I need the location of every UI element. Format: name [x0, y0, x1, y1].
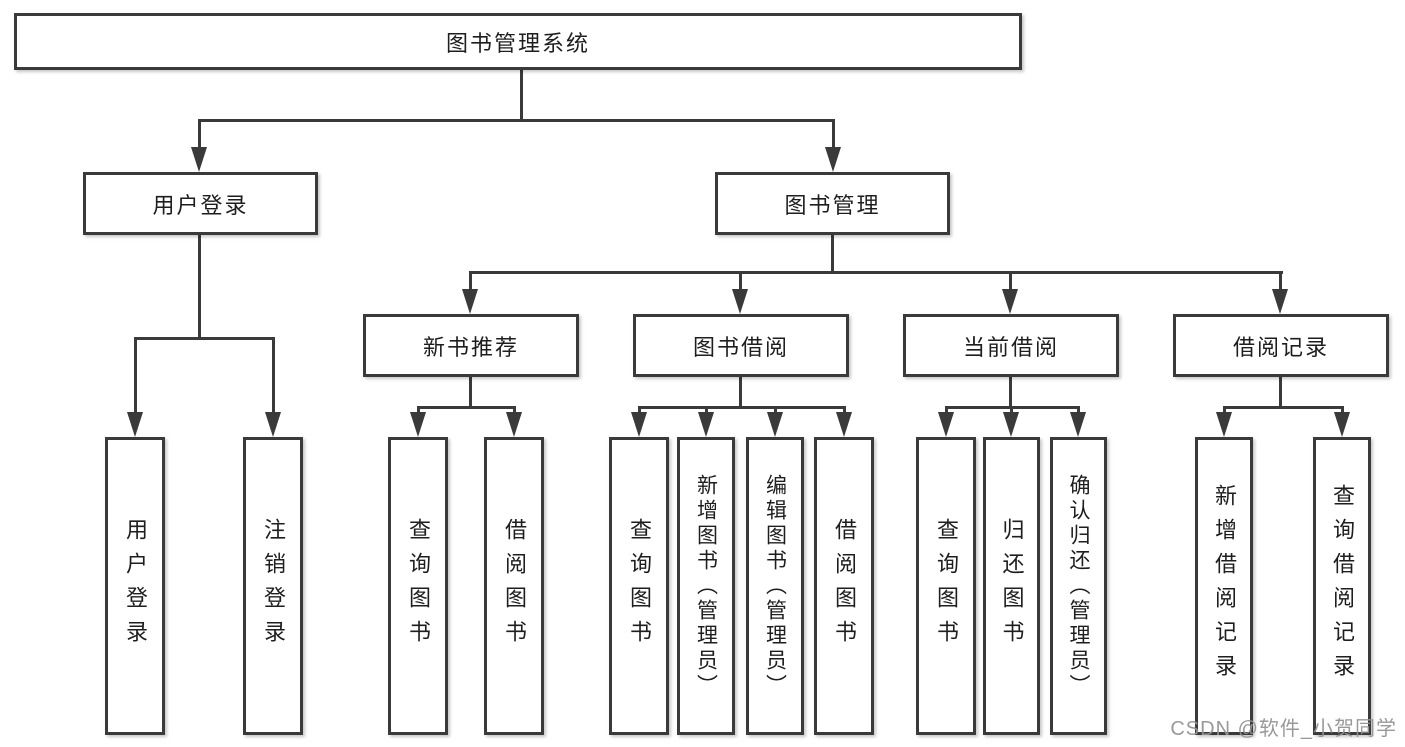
node-label: 借阅记录 — [1232, 334, 1329, 360]
connector-line — [831, 234, 834, 273]
connector-line — [417, 406, 420, 415]
node-query-books-borrow: 查询图书 — [609, 437, 669, 735]
arrow-down-icon — [1334, 412, 1350, 437]
connector-line — [638, 406, 641, 415]
csdn-watermark: CSDN @软件_小贺同学 — [1170, 718, 1397, 740]
connector-line — [469, 271, 1283, 274]
arrow-down-icon — [631, 412, 647, 437]
node-label: 用户登录 — [123, 518, 148, 654]
connector-line — [198, 119, 835, 122]
node-label: 确认归还（管理员） — [1067, 473, 1090, 699]
connector-line — [1279, 271, 1282, 293]
node-label: 查询图书 — [627, 518, 652, 654]
arrow-down-icon — [938, 412, 954, 437]
node-label: 当前借阅 — [962, 334, 1059, 360]
node-label: 新书推荐 — [422, 334, 519, 360]
node-label: 归还图书 — [999, 518, 1025, 654]
connector-line — [1341, 406, 1344, 415]
node-query-books-recommend: 查询图书 — [388, 437, 448, 735]
node-confirm-return-admin: 确认归还（管理员） — [1050, 437, 1107, 735]
arrow-down-icon — [836, 412, 852, 437]
arrow-down-icon — [191, 147, 207, 172]
arrow-down-icon — [1216, 412, 1232, 437]
node-label: 新增图书（管理员） — [694, 473, 718, 699]
connector-line — [198, 119, 201, 149]
node-label: 编辑图书（管理员） — [763, 473, 787, 699]
arrow-down-icon — [698, 412, 714, 437]
node-edit-book-admin: 编辑图书（管理员） — [746, 437, 804, 735]
node-user-login-leaf: 用户登录 — [105, 437, 165, 735]
connector-line — [1010, 406, 1013, 415]
connector-line — [469, 271, 472, 293]
node-label: 新增借阅记录 — [1212, 484, 1237, 688]
node-add-book-admin: 新增图书（管理员） — [677, 437, 735, 735]
connector-line — [272, 337, 275, 415]
node-label: 查询图书 — [406, 518, 431, 654]
connector-line — [1077, 406, 1080, 415]
node-library-system: 图书管理系统 — [14, 13, 1022, 70]
connector-line — [198, 234, 201, 339]
arrow-down-icon — [1272, 289, 1288, 314]
node-label: 注销登录 — [261, 518, 286, 654]
connector-line — [520, 69, 523, 121]
connector-line — [417, 406, 516, 409]
node-logout: 注销登录 — [243, 437, 303, 735]
node-current-borrowing: 当前借阅 — [903, 314, 1119, 377]
connector-line — [469, 377, 472, 408]
connector-line — [1223, 406, 1226, 415]
node-borrow-books-recommend: 借阅图书 — [484, 437, 544, 735]
node-label: 图书借阅 — [692, 334, 789, 360]
node-borrow-books-borrow: 借阅图书 — [814, 437, 874, 735]
node-label: 借阅图书 — [832, 518, 857, 654]
node-label: 用户登录 — [152, 192, 249, 218]
connector-line — [1009, 271, 1012, 293]
connector-line — [945, 406, 948, 415]
connector-line — [513, 406, 516, 415]
arrow-down-icon — [462, 289, 478, 314]
arrow-down-icon — [732, 289, 748, 314]
connector-line — [705, 406, 708, 415]
node-borrowing-records: 借阅记录 — [1173, 314, 1389, 377]
node-query-borrow-record: 查询借阅记录 — [1313, 437, 1371, 735]
arrow-down-icon — [1002, 289, 1018, 314]
node-book-borrowing: 图书借阅 — [633, 314, 849, 377]
node-query-books-current: 查询图书 — [916, 437, 976, 735]
arrow-down-icon — [825, 147, 841, 172]
connector-line — [1009, 377, 1012, 408]
node-label: 查询借阅记录 — [1330, 484, 1355, 688]
connector-line — [1223, 406, 1343, 409]
node-label: 查询图书 — [934, 518, 959, 654]
connector-line — [134, 337, 137, 415]
node-user-login: 用户登录 — [83, 172, 318, 235]
node-label: 借阅图书 — [502, 518, 527, 654]
arrow-down-icon — [1070, 412, 1086, 437]
connector-line — [774, 406, 777, 415]
connector-line — [832, 119, 835, 149]
node-add-borrow-record: 新增借阅记录 — [1195, 437, 1253, 735]
arrow-down-icon — [127, 412, 143, 437]
arrow-down-icon — [1003, 412, 1019, 437]
arrow-down-icon — [410, 412, 426, 437]
node-label: 图书管理系统 — [445, 30, 590, 56]
connector-line — [134, 337, 275, 340]
connector-line — [843, 406, 846, 415]
connector-line — [739, 377, 742, 408]
node-book-management: 图书管理 — [715, 172, 950, 235]
node-new-book-recommend: 新书推荐 — [363, 314, 579, 377]
arrow-down-icon — [767, 412, 783, 437]
arrow-down-icon — [265, 412, 281, 437]
arrow-down-icon — [506, 412, 522, 437]
node-return-books: 归还图书 — [983, 437, 1040, 735]
connector-line — [638, 406, 845, 409]
node-label: 图书管理 — [784, 192, 881, 218]
connector-line — [739, 271, 742, 293]
connector-line — [1279, 377, 1282, 408]
